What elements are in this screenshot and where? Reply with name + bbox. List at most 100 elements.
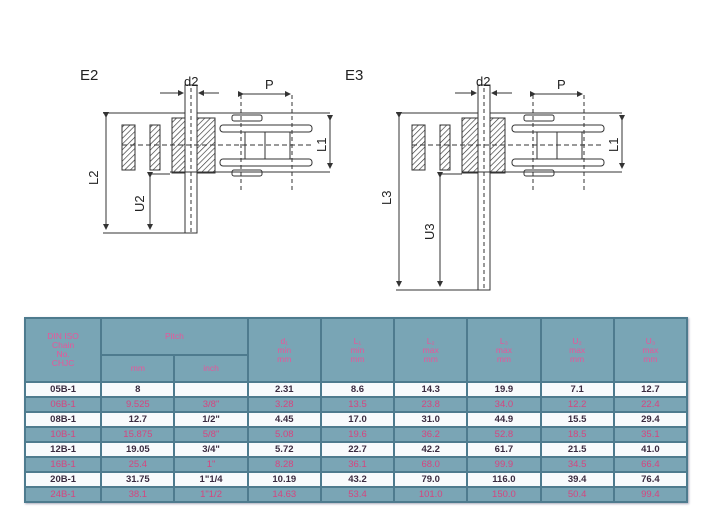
header-chain-no: DIN ISO Chain No. CHJC xyxy=(23,317,103,383)
table-cell: 06B-1 xyxy=(23,396,103,413)
table-cell: 5.72 xyxy=(246,441,322,458)
table-cell: 42.2 xyxy=(393,441,469,458)
e3-title: E3 xyxy=(345,67,363,84)
header-line: min xyxy=(277,344,292,355)
table-cell: 99.4 xyxy=(612,486,689,503)
table-cell: 12B-1 xyxy=(23,441,103,458)
table-cell: 53.4 xyxy=(319,486,396,503)
table-cell: 150.0 xyxy=(466,486,542,503)
table-cell: 1/2" xyxy=(173,411,249,428)
table-cell: 79.0 xyxy=(393,471,469,488)
table-cell: 61.7 xyxy=(466,441,542,458)
diagram-e3: E3 L3 d2 P L1 U3 xyxy=(345,67,625,291)
table-cell: 29.4 xyxy=(612,411,689,428)
table-cell: 116.0 xyxy=(466,471,542,488)
table-cell: 3/8" xyxy=(173,396,249,413)
header-line: L₂ xyxy=(426,335,435,346)
header-line: L₃ xyxy=(499,335,509,346)
table-cell: 8.28 xyxy=(246,456,322,473)
table-cell: 7.1 xyxy=(539,381,615,398)
table-cell: 13.5 xyxy=(319,396,396,413)
header-line: d₁ xyxy=(280,335,289,346)
table-cell: 12.7 xyxy=(100,411,176,428)
table-cell: 1"1/4 xyxy=(173,471,249,488)
header-line: mm xyxy=(350,353,365,364)
header-line: max xyxy=(495,344,512,355)
table-cell: 21.5 xyxy=(539,441,615,458)
e3-p-label: P xyxy=(557,77,566,92)
technical-drawing: E2 L2 d2 P L1 U2 E3 L3 xyxy=(80,67,625,291)
table-cell: 8 xyxy=(100,381,176,398)
table-cell: 1"1/2 xyxy=(173,486,249,503)
table-cell: 23.8 xyxy=(393,396,469,413)
e3-u3-label: U3 xyxy=(422,223,437,240)
header-line: Chain xyxy=(52,340,75,350)
e2-title: E2 xyxy=(80,67,98,84)
e3-d2-label: d2 xyxy=(476,74,490,89)
e2-d2-label: d2 xyxy=(184,74,198,89)
table-cell: 15.5 xyxy=(539,411,615,428)
e2-l2-label: L2 xyxy=(86,171,101,185)
table-cell: 44.9 xyxy=(466,411,542,428)
header-line: mm xyxy=(423,353,438,364)
table-cell: 17.0 xyxy=(319,411,396,428)
table-cell: 19.05 xyxy=(100,441,176,458)
header-pitch: Pitch xyxy=(100,317,249,356)
e3-l1-label: L1 xyxy=(606,138,621,152)
table-cell: 38.1 xyxy=(100,486,176,503)
table-cell: 9.525 xyxy=(100,396,176,413)
table-cell: 05B-1 xyxy=(23,381,103,398)
table-cell: 10.19 xyxy=(246,471,322,488)
header-line: mm xyxy=(643,353,658,364)
table-cell: 12.2 xyxy=(539,396,615,413)
diagram-e2: E2 L2 d2 P L1 U2 xyxy=(80,67,333,234)
table-cell: 22.4 xyxy=(612,396,689,413)
table-cell: 14.63 xyxy=(246,486,322,503)
table-cell: 76.4 xyxy=(612,471,689,488)
table-cell: 20B-1 xyxy=(23,471,103,488)
table-cell: 66.4 xyxy=(612,456,689,473)
table-cell: 52.8 xyxy=(466,426,542,443)
table-cell: 41.0 xyxy=(612,441,689,458)
table-cell: 31.0 xyxy=(393,411,469,428)
table-cell: 16B-1 xyxy=(23,456,103,473)
table-cell: 99.9 xyxy=(466,456,542,473)
header-line: DIN ISO xyxy=(47,331,79,341)
header-line: U₂ xyxy=(572,335,582,346)
table-cell: 8.6 xyxy=(319,381,396,398)
table-cell: 1" xyxy=(173,456,249,473)
table-cell: 5/8" xyxy=(173,426,249,443)
table-cell: 4.45 xyxy=(246,411,322,428)
table-cell: 39.4 xyxy=(539,471,615,488)
table-cell: 18.5 xyxy=(539,426,615,443)
header-line: max xyxy=(642,344,659,355)
table-cell: 34.0 xyxy=(466,396,542,413)
e2-u2-label: U2 xyxy=(132,195,147,212)
table-cell: 50.4 xyxy=(539,486,615,503)
header-line: mm xyxy=(496,353,511,364)
header-line: mm xyxy=(277,353,292,364)
table-cell: 34.5 xyxy=(539,456,615,473)
table-cell: 36.1 xyxy=(319,456,396,473)
table-cell: 25.4 xyxy=(100,456,176,473)
table-cell: 31.75 xyxy=(100,471,176,488)
table-cell: 3.28 xyxy=(246,396,322,413)
table-cell: 15.875 xyxy=(100,426,176,443)
table-cell: 22.7 xyxy=(319,441,396,458)
table-cell: 68.0 xyxy=(393,456,469,473)
header-line: min xyxy=(350,344,365,355)
table-cell: 5.08 xyxy=(246,426,322,443)
